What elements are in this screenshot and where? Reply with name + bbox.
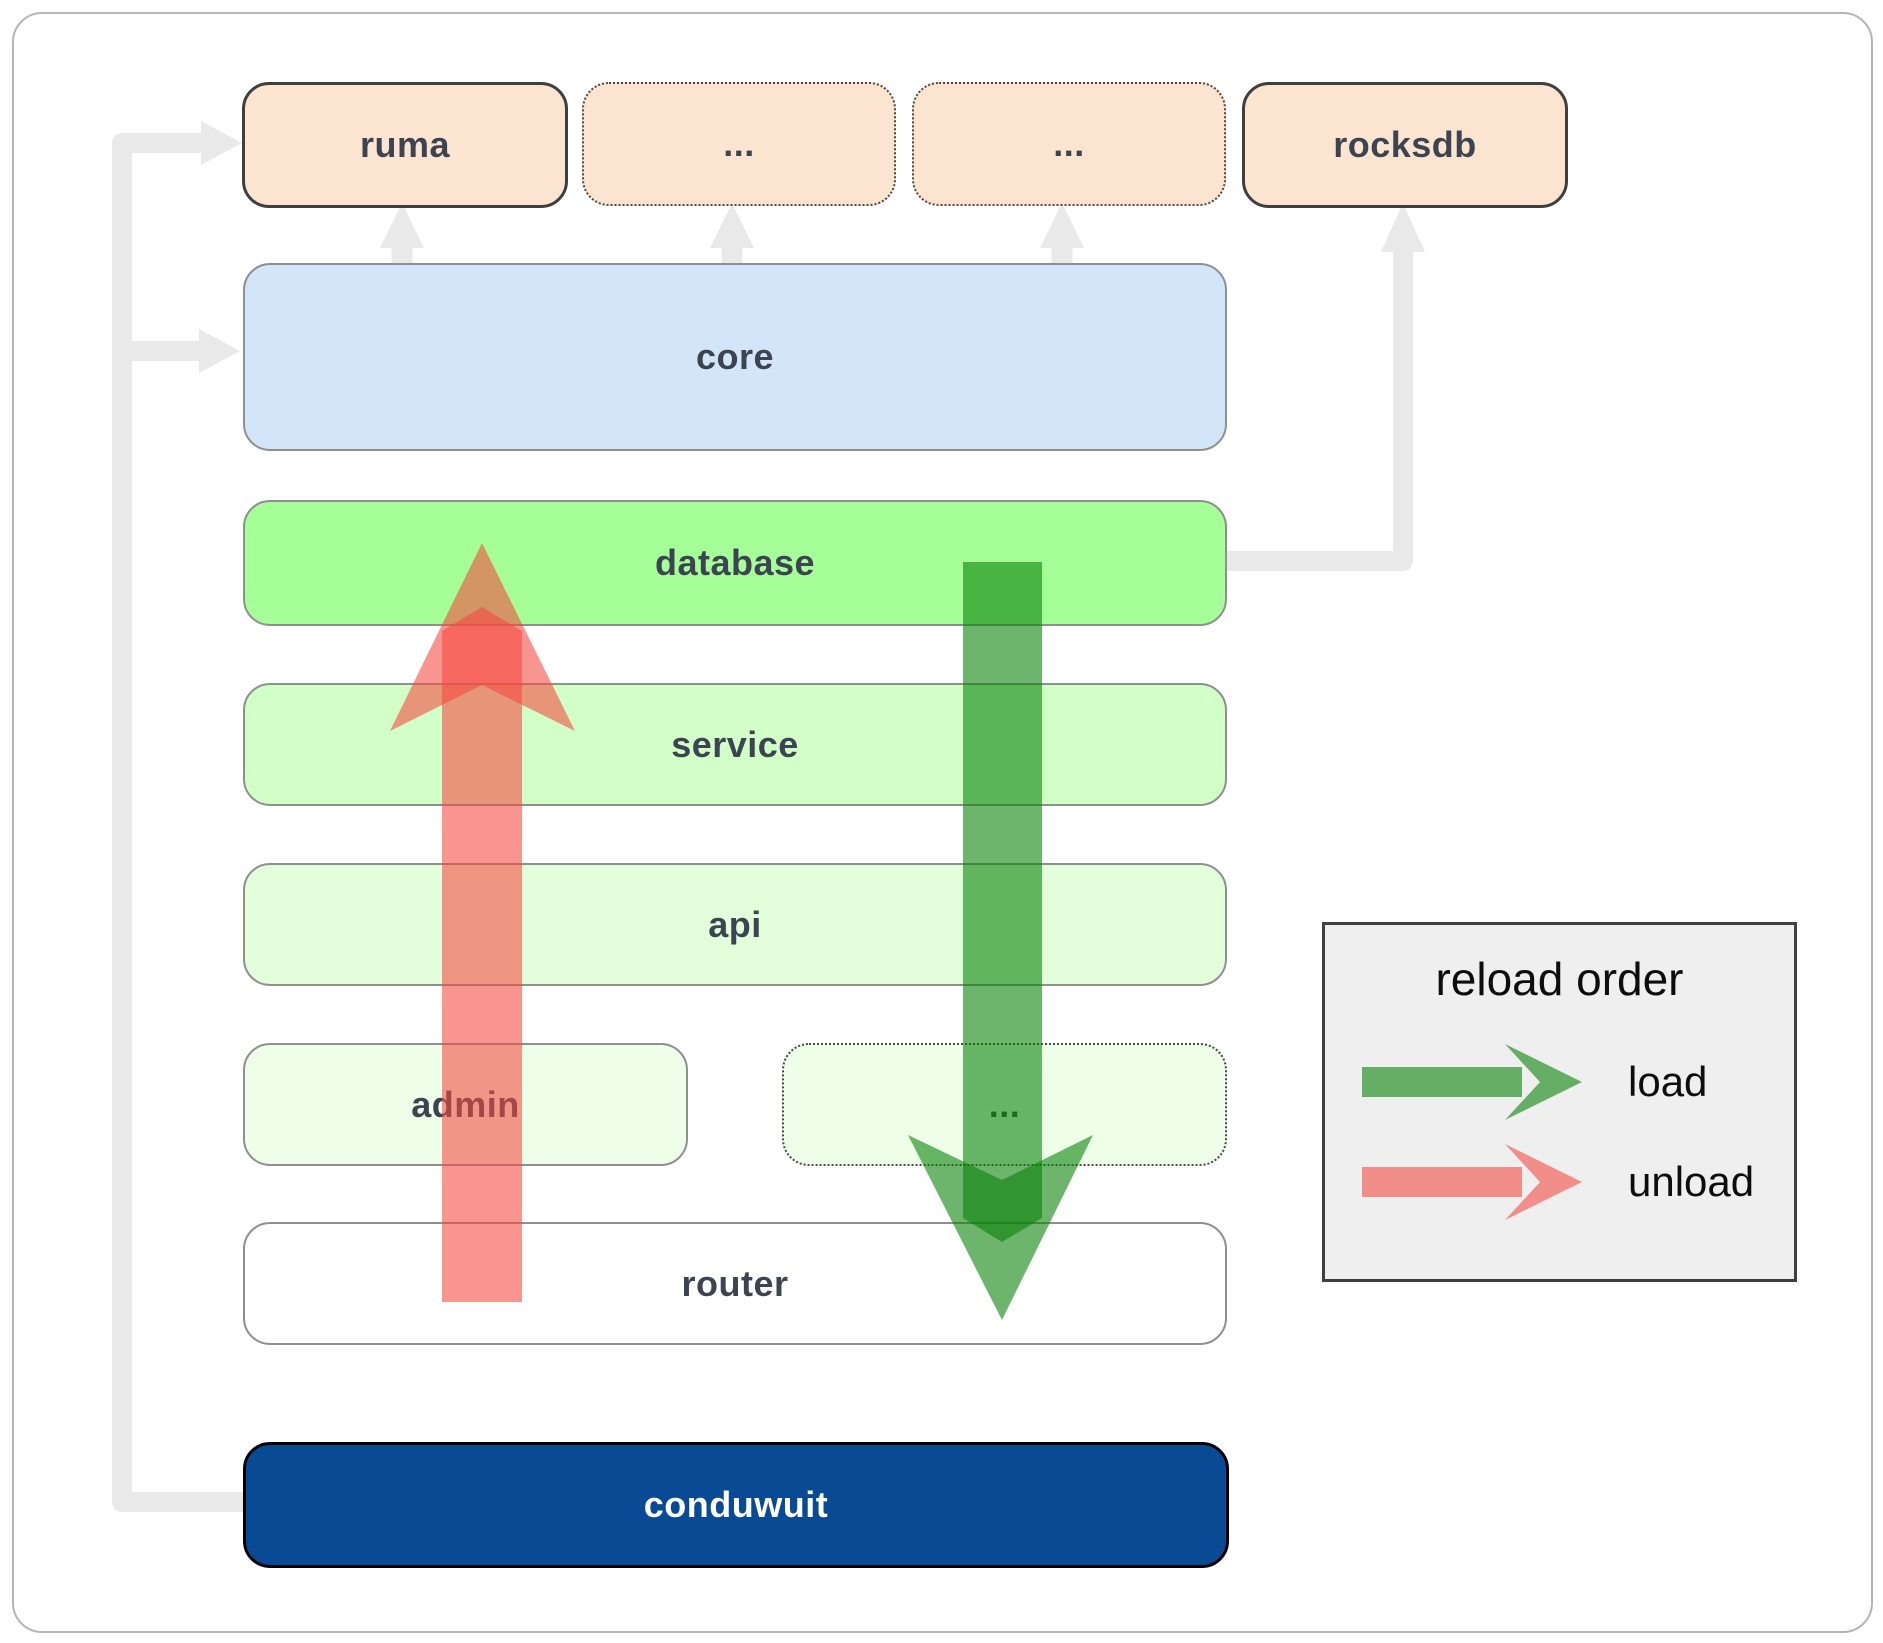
legend-title: reload order (1435, 953, 1684, 1005)
layer-box-ellipsis-3: ... (782, 1043, 1227, 1166)
module-box-rocksdb: rocksdb (1242, 82, 1568, 208)
legend-label-load: load (1628, 1058, 1708, 1105)
module-box-ellipsis-1: ... (582, 82, 896, 206)
layer-box-service: service (243, 683, 1227, 806)
layer-box-api: api (243, 863, 1227, 986)
layer-box-database: database (243, 500, 1227, 626)
module-box-ruma: ruma (242, 82, 568, 208)
layer-box-admin: admin (243, 1043, 688, 1166)
app-box-conduwuit: conduwuit (243, 1442, 1229, 1568)
outer-frame (12, 12, 1873, 1633)
layer-box-core: core (243, 263, 1227, 451)
layer-box-router: router (243, 1222, 1227, 1345)
legend-label-unload: unload (1628, 1158, 1755, 1205)
module-box-ellipsis-2: ... (912, 82, 1226, 206)
